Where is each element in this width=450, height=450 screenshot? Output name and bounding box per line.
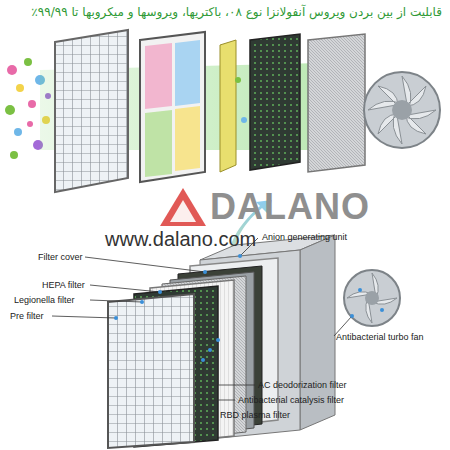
part-label: Filter cover <box>38 252 83 262</box>
part-label: RBD plasma filter <box>220 410 290 420</box>
part-label: Antibacterial catalysis filter <box>238 395 344 405</box>
part-label: Pre filter <box>10 311 44 321</box>
part-label: Anion generating unit <box>262 232 347 242</box>
watermark: DALANO <box>210 186 370 227</box>
part-label: HEPA filter <box>42 280 85 290</box>
watermark-url: www.dalano.com <box>105 228 256 251</box>
part-label: Antibacterial turbo fan <box>336 332 424 342</box>
part-label: Legionella filter <box>14 295 75 305</box>
part-label: AC deodorization filter <box>258 380 347 390</box>
heading: قابلیت از بین بردن ویروس آنفولانزا نوع ۰… <box>8 6 442 20</box>
